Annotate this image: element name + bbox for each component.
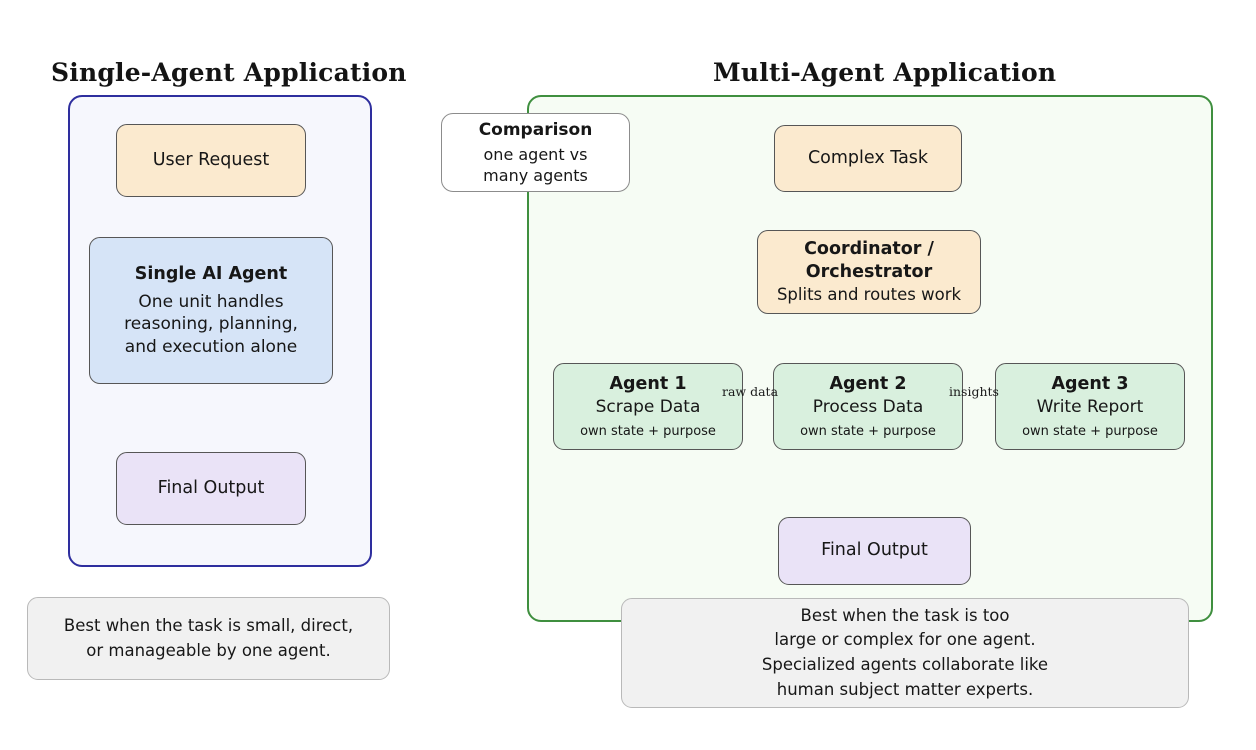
node-coordinator-title-line2: Orchestrator (805, 262, 933, 283)
comparison-callout: Comparison one agent vs many agents (441, 113, 630, 192)
node-single-ai-agent-line3: and execution alone (124, 336, 298, 357)
node-agent-3-role: Write Report (1036, 397, 1144, 418)
node-final-output-multi[interactable]: Final Output (778, 517, 971, 585)
node-agent-2-role: Process Data (812, 397, 924, 418)
node-final-output-single[interactable]: Final Output (116, 452, 306, 525)
node-complex-task-label: Complex Task (807, 147, 929, 168)
single-agent-caption-line1: Best when the task is small, direct, (63, 615, 354, 635)
node-agent-1[interactable]: Agent 1 Scrape Data own state + purpose (553, 363, 743, 450)
node-agent-3-footer: own state + purpose (1022, 423, 1158, 439)
node-single-ai-agent-line2: reasoning, planning, (124, 314, 298, 335)
node-agent-2[interactable]: Agent 2 Process Data own state + purpose (773, 363, 963, 450)
comparison-callout-title: Comparison (478, 119, 593, 140)
node-agent-1-role: Scrape Data (595, 397, 701, 418)
node-user-request[interactable]: User Request (116, 124, 306, 197)
node-agent-1-footer: own state + purpose (580, 423, 716, 439)
edge-label-raw-data: raw data (722, 384, 779, 399)
single-agent-caption: Best when the task is small, direct, or … (27, 597, 390, 680)
node-coordinator[interactable]: Coordinator / Orchestrator Splits and ro… (757, 230, 981, 314)
multi-agent-caption-line1: Best when the task is too (800, 605, 1010, 625)
node-single-ai-agent[interactable]: Single AI Agent One unit handles reasoni… (89, 237, 333, 384)
node-agent-1-title: Agent 1 (609, 374, 687, 395)
multi-agent-caption-line3: Specialized agents collaborate like (761, 655, 1049, 674)
node-agent-2-footer: own state + purpose (800, 423, 936, 439)
node-coordinator-title-line1: Coordinator / (804, 239, 934, 260)
node-agent-3[interactable]: Agent 3 Write Report own state + purpose (995, 363, 1185, 450)
comparison-callout-line2: many agents (483, 166, 588, 186)
node-agent-3-title: Agent 3 (1051, 374, 1129, 395)
node-agent-2-title: Agent 2 (829, 374, 907, 395)
multi-agent-caption: Best when the task is too large or compl… (621, 598, 1189, 708)
single-agent-caption-line2: or manageable by one agent. (86, 640, 331, 660)
node-final-output-multi-label: Final Output (821, 540, 928, 561)
node-final-output-single-label: Final Output (157, 477, 265, 498)
edge-label-insights: insights (949, 384, 999, 399)
node-complex-task[interactable]: Complex Task (774, 125, 962, 192)
node-single-ai-agent-title: Single AI Agent (134, 263, 288, 284)
node-coordinator-subtitle: Splits and routes work (776, 285, 962, 305)
comparison-callout-line1: one agent vs (483, 145, 588, 165)
left-panel-title: Single-Agent Application (51, 58, 407, 87)
multi-agent-caption-line4: human subject matter experts. (776, 679, 1034, 699)
multi-agent-caption-line2: large or complex for one agent. (774, 630, 1036, 650)
node-single-ai-agent-line1: One unit handles (138, 291, 284, 312)
node-user-request-label: User Request (152, 149, 270, 170)
right-panel-title: Multi-Agent Application (713, 58, 1057, 87)
